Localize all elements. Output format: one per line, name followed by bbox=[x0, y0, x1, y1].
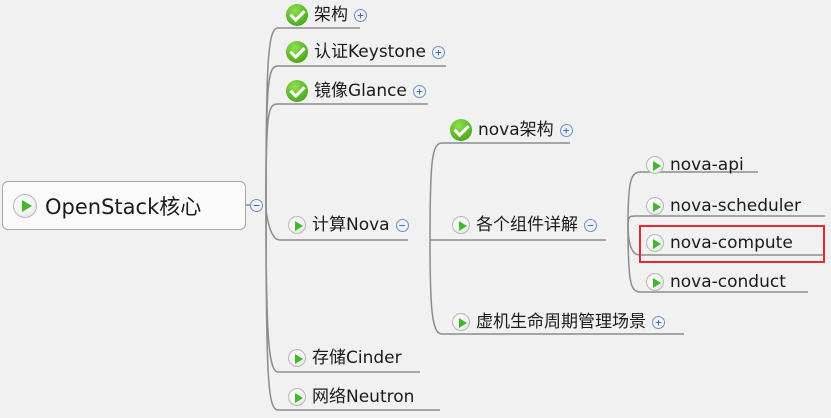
expand-keystone-button[interactable]: + bbox=[431, 45, 445, 59]
play-icon bbox=[646, 273, 664, 291]
node-nova-compute-label: nova-compute bbox=[670, 232, 793, 253]
play-icon bbox=[646, 197, 664, 215]
node-arch[interactable]: 架构 + bbox=[286, 4, 367, 26]
node-nova-api-label: nova-api bbox=[670, 154, 744, 175]
check-icon bbox=[450, 119, 472, 141]
node-nova-scheduler[interactable]: nova-scheduler bbox=[646, 197, 801, 215]
node-keystone[interactable]: 认证Keystone + bbox=[286, 41, 445, 63]
node-neutron[interactable]: 网络Neutron bbox=[288, 388, 414, 406]
play-icon bbox=[13, 193, 37, 218]
node-nova-scheduler-label: nova-scheduler bbox=[670, 195, 801, 216]
expand-glance-button[interactable]: + bbox=[412, 84, 426, 98]
node-nova-conduct-label: nova-conduct bbox=[670, 271, 786, 292]
play-icon bbox=[288, 216, 306, 234]
node-arch-label: 架构 bbox=[314, 4, 348, 25]
play-icon bbox=[288, 349, 306, 367]
node-lifecycle[interactable]: 虚机生命周期管理场景 + bbox=[452, 313, 665, 331]
play-icon bbox=[646, 234, 664, 252]
node-keystone-label: 认证Keystone bbox=[314, 41, 426, 62]
collapse-nova-button[interactable]: − bbox=[395, 218, 409, 232]
play-icon bbox=[452, 313, 470, 331]
check-icon bbox=[286, 80, 308, 102]
node-nova-compute[interactable]: nova-compute bbox=[646, 234, 793, 252]
play-icon bbox=[288, 388, 306, 406]
check-icon bbox=[286, 41, 308, 63]
check-icon bbox=[286, 4, 308, 26]
node-components[interactable]: 各个组件详解 − bbox=[452, 216, 597, 234]
node-nova-conduct[interactable]: nova-conduct bbox=[646, 273, 786, 291]
node-nova[interactable]: 计算Nova − bbox=[288, 216, 409, 234]
node-lifecycle-label: 虚机生命周期管理场景 bbox=[476, 311, 646, 332]
node-glance-label: 镜像Glance bbox=[314, 80, 407, 101]
expand-arch-button[interactable]: + bbox=[354, 8, 367, 22]
node-cinder-label: 存储Cinder bbox=[312, 347, 402, 368]
node-cinder[interactable]: 存储Cinder bbox=[288, 349, 402, 367]
play-icon bbox=[646, 156, 664, 174]
node-glance[interactable]: 镜像Glance + bbox=[286, 80, 426, 102]
collapse-components-button[interactable]: − bbox=[584, 218, 597, 232]
expand-lifecycle-button[interactable]: + bbox=[652, 315, 665, 329]
play-icon bbox=[452, 216, 470, 234]
node-components-label: 各个组件详解 bbox=[476, 214, 578, 235]
highlight-box bbox=[639, 225, 825, 263]
root-node-label: OpenStack核心 bbox=[45, 194, 202, 219]
node-nova-arch[interactable]: nova架构 + bbox=[450, 119, 573, 141]
node-neutron-label: 网络Neutron bbox=[312, 386, 415, 407]
expand-nova-arch-button[interactable]: + bbox=[559, 123, 573, 137]
collapse-root-button[interactable]: − bbox=[250, 199, 263, 212]
root-node[interactable]: OpenStack核心 bbox=[2, 181, 246, 230]
node-nova-api[interactable]: nova-api bbox=[646, 156, 744, 174]
node-nova-arch-label: nova架构 bbox=[478, 119, 554, 140]
node-nova-label: 计算Nova bbox=[312, 214, 390, 235]
